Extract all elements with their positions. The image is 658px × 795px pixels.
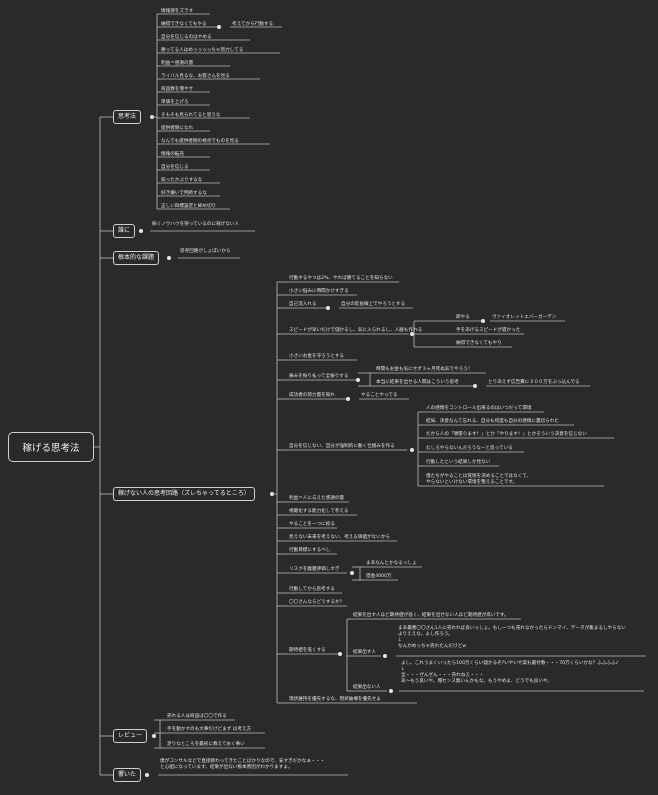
bad-item-17b[interactable]: 結果出す人	[353, 650, 376, 655]
bad-item-2[interactable]: 小さい悩みに時間かけすぎる	[289, 289, 349, 294]
collapse-dot	[145, 773, 149, 777]
bad-item-8d[interactable]: むしろやらないんだろうなーと思っている	[426, 446, 513, 451]
collapse-dot	[410, 332, 414, 336]
bad-item-6b1[interactable]: とりあえず広告費に３００万をぶっ込んでる	[488, 380, 580, 385]
bad-item-8f[interactable]: 僕たちがやることは覚悟を決めることではなくて、 やらないといけない環境を整えるこ…	[426, 474, 532, 485]
collapse-dot	[338, 652, 342, 656]
bad-item-16[interactable]: 〇〇さんならどうするか？	[289, 600, 345, 605]
collapse-dot	[217, 25, 221, 29]
thinking-item-10[interactable]: 提供者側になれ	[161, 126, 194, 131]
bad-item-12[interactable]: 見えない未来を考えない、考える価値がないから	[289, 535, 390, 540]
review-item-3[interactable]: 足りなところを最初に教えておく事い	[167, 742, 245, 747]
bad-item-8[interactable]: 自分を信じない、自分が強制的に動く仕組みを作る	[289, 444, 395, 449]
thinking-item-14[interactable]: 知ったかぶりするな	[161, 178, 203, 183]
collapse-dot	[410, 448, 414, 452]
bad-item-7[interactable]: 成功者の努力量を知れ	[289, 393, 335, 398]
collapse-dot	[356, 378, 360, 382]
bad-item-11[interactable]: やることを一つに絞る	[289, 522, 335, 527]
bad-item-17c[interactable]: 結果出ない人	[353, 685, 381, 690]
bad-item-9[interactable]: 利益＝人に与えた感謝の量	[289, 496, 345, 501]
bad-item-4a1[interactable]: ヴァイオレットエバーガーデン	[492, 315, 557, 320]
bad-item-4c[interactable]: 納得できなくてもやり	[456, 341, 502, 346]
review-item-2[interactable]: 手を動かすのも大事だけどまず は考え方	[167, 727, 252, 732]
thinking-item-1[interactable]: 情報源をズラす	[161, 9, 194, 14]
thinking-item-2a[interactable]: 考えてから行動する	[232, 22, 274, 27]
bad-item-17a[interactable]: 結果を出す人ほど期待値が低く、結果を出せない人ほど期待値が高いです。	[353, 613, 509, 618]
thinking-item-16[interactable]: 正しい目標設定と締め切り	[161, 204, 217, 209]
thinking-item-11[interactable]: なんでも提供者側の視点でものを見る	[161, 139, 239, 144]
review-item-1[interactable]: 売れる人は商品は〇〇で作る	[167, 714, 227, 719]
collapse-dot	[139, 229, 143, 233]
thinking-item-9[interactable]: そもそも見られてると思うな	[161, 113, 221, 118]
bad-item-8e[interactable]: 行動したという結果しか見ない	[426, 460, 491, 465]
thinking-item-6[interactable]: ライバル見るな、お客さんを見る	[161, 74, 230, 79]
bad-item-7a[interactable]: やることやってる	[361, 393, 398, 398]
thinking-item-12[interactable]: 情報の転売	[161, 152, 184, 157]
branch-impressed[interactable]: 響いた	[113, 768, 142, 782]
bad-item-14a[interactable]: まあなんとかなるっしょ	[366, 561, 417, 566]
bad-item-5[interactable]: 小さいお金を守ろうとする	[289, 354, 344, 359]
bad-item-4b[interactable]: 手をあげるスピードが遅かった	[456, 328, 521, 333]
bad-item-6b[interactable]: 本当に結果を出せる人間はこういう思考	[376, 380, 459, 385]
bad-item-10[interactable]: 視聴化する能力化して考える	[289, 509, 349, 514]
bad-item-8b[interactable]: 結局、決意なんて忘れる、自分も何度も自分の感情に裏切られた	[426, 419, 559, 424]
bad-item-17[interactable]: 期待値を低くする	[289, 648, 326, 653]
branch-root-issue[interactable]: 根本的な課題	[113, 251, 160, 265]
thinking-item-13[interactable]: 自分を信じる	[161, 165, 189, 170]
bad-item-17c1[interactable]: よし、これうまくいったら100万くらい儲かるぞ?いやいや案も最付数・・・70万く…	[401, 661, 619, 684]
collapse-dot	[473, 384, 477, 388]
bad-item-6a[interactable]: 時間もお金も気にせず３ヶ月死ぬ気でやろう！	[376, 367, 473, 372]
thinking-item-8[interactable]: 単価を上げろ	[161, 100, 189, 105]
bad-item-14[interactable]: リスクを腹膜評価しすぎ	[289, 567, 340, 572]
thinking-item-7[interactable]: 商品数を増やせ	[161, 87, 194, 92]
thinking-item-5[interactable]: 利益＝感謝の量	[161, 61, 194, 66]
collapse-dot	[350, 571, 354, 575]
branch-target[interactable]: 誰に	[113, 224, 136, 238]
thinking-item-2[interactable]: 納得できなくてもやる	[161, 22, 207, 27]
bad-item-8a[interactable]: 人の感情をコントロール出来るのはいつだって環境	[426, 406, 532, 411]
bad-item-3a[interactable]: 自分の延長線上でやろうとする	[341, 302, 406, 307]
branch-review[interactable]: レビュー	[113, 729, 148, 743]
bad-item-6[interactable]: 痛みを振り払って全振りする	[289, 374, 349, 379]
collapse-dot	[481, 319, 485, 323]
impressed-item[interactable]: 僕がコンサルなどで直接教わってきたことばかりなので、安すぎだかなぁ・・・ と心配…	[160, 759, 325, 770]
collapse-dot	[326, 306, 330, 310]
bad-item-18[interactable]: 現状維持を優先するな、現状破壊を優先せよ	[289, 697, 381, 702]
root-issue-item[interactable]: 思考回路がしょぼいから	[180, 249, 231, 254]
branch-thinking[interactable]: 思考法	[113, 110, 142, 124]
branch-bad-thinking[interactable]: 稼げない人の思考回路（ズレちゃってるところ）	[113, 487, 255, 501]
bad-item-14b[interactable]: 借金4000万	[366, 574, 392, 579]
bad-item-4[interactable]: スピードが早いだけで儲かるし、気に入られるし、人脈も作れる	[289, 328, 423, 333]
bad-item-4a[interactable]: 即やる	[456, 315, 470, 320]
bad-item-3[interactable]: 自己流入れる	[289, 302, 317, 307]
collapse-dot	[346, 397, 350, 401]
bad-item-15[interactable]: 行動してから思考する	[289, 587, 335, 592]
bad-item-8c[interactable]: だから人の「頑張ります！」とか「やります！」とかそういう決意を信じない	[426, 432, 587, 437]
thinking-item-15[interactable]: 好き嫌いで判断するな	[161, 191, 207, 196]
bad-item-1[interactable]: 行動するやつは2%、やれば勝てることを知らない	[289, 276, 393, 281]
bad-item-13[interactable]: 行動目標にするべし	[289, 548, 331, 553]
thinking-item-3[interactable]: 自分を信じるのはやめる	[161, 35, 212, 40]
collapse-dot	[383, 654, 387, 658]
target-item[interactable]: 稼ぐノウハウを持っているのに稼げない人	[152, 222, 240, 227]
root-node[interactable]: 稼げる思考法	[8, 432, 94, 462]
thinking-item-4[interactable]: 勝ってる人はめっっっっちゃ努力してる	[161, 48, 244, 53]
bad-item-17b1[interactable]: まあ最悪〇〇さん1人に売れれば良いっしょ。もし一つも売れなかったらドンマイ、デー…	[398, 626, 626, 649]
collapse-dot	[389, 689, 393, 693]
collapse-dot	[152, 734, 156, 738]
collapse-dot	[167, 256, 171, 260]
